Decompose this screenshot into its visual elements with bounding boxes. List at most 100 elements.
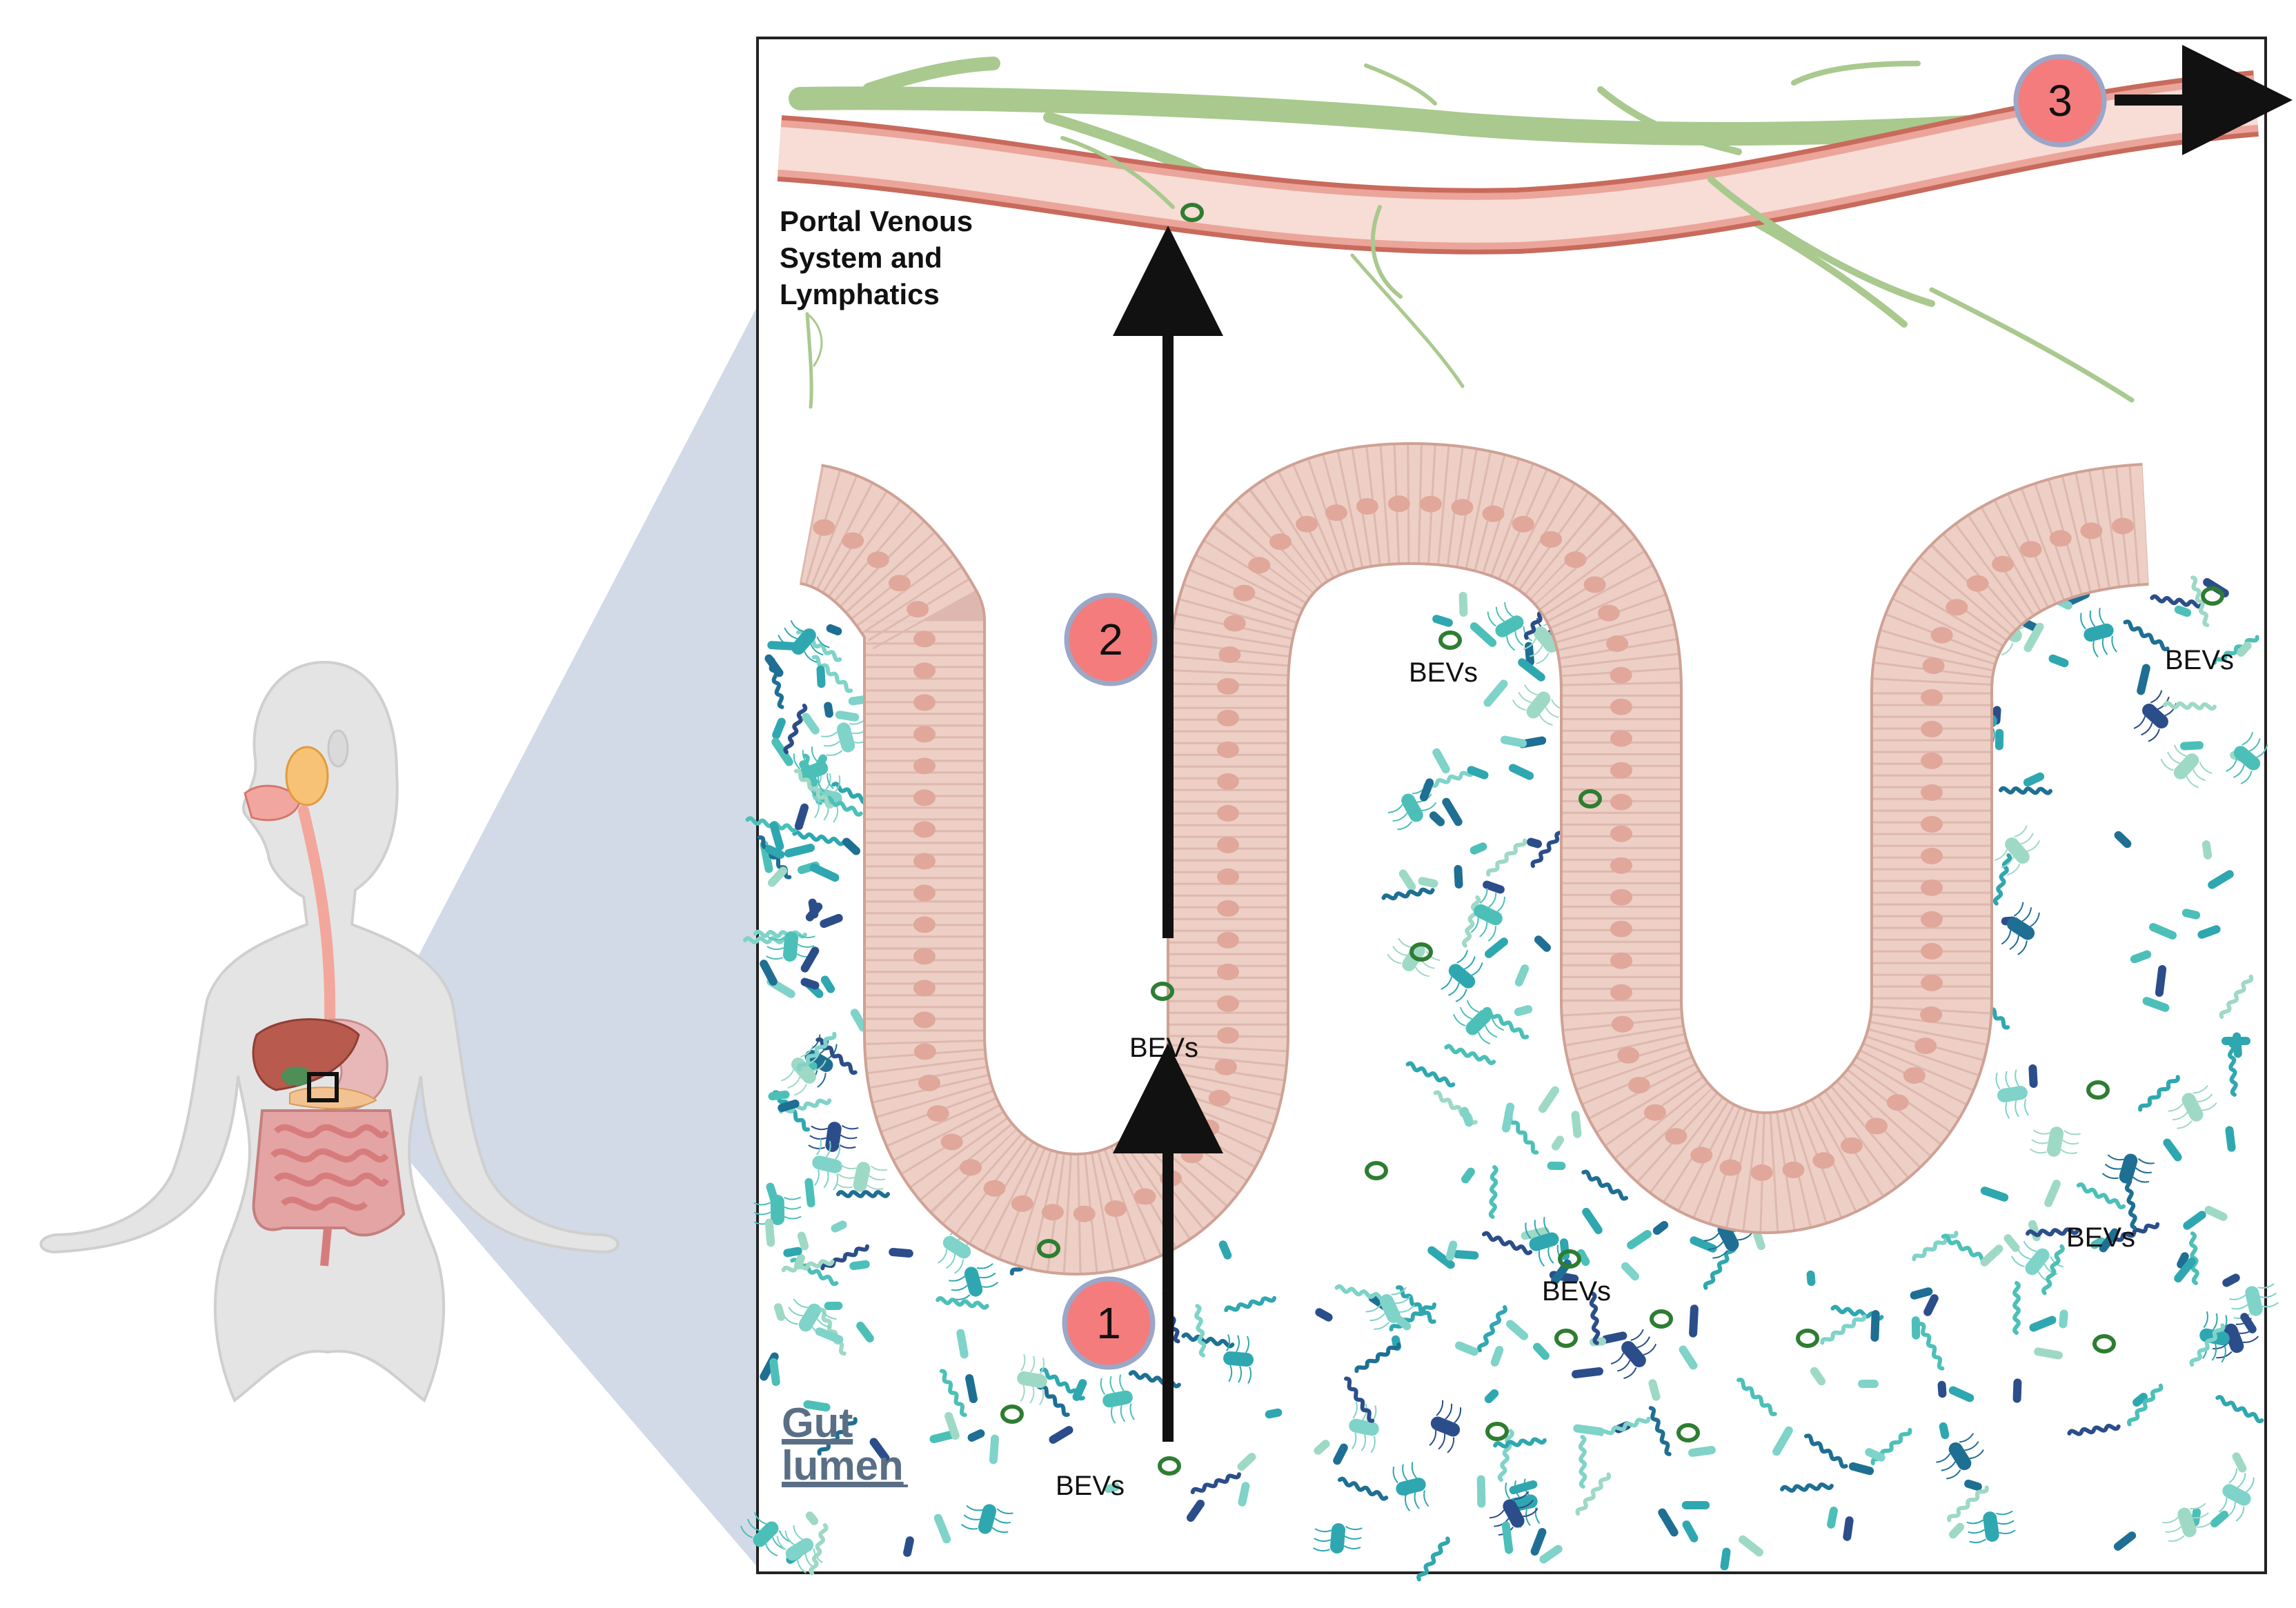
bacterium-spiral [1578,1435,1587,1489]
bacterium-rod [1467,766,1489,780]
cell-nucleus [1217,868,1239,885]
bacterium-rod [1104,1482,1120,1493]
bacterium-rod [965,1373,978,1404]
bacterium-rod [1690,1236,1717,1253]
bacterium-spiral [2041,1244,2065,1296]
bacterium-rod [1395,1316,1412,1331]
bacterium-rod [1827,1507,1838,1529]
bacterium-spiral [1389,1302,1436,1331]
bacterium-flagellated [1387,785,1437,831]
cell-nucleus [1451,499,1474,516]
bacterium-rod [1865,1448,1886,1462]
step-badge-3: 3 [2013,54,2107,148]
bacterium-flagellated [776,1525,823,1574]
bacterium-rod [1689,1304,1699,1338]
bacterium-spiral [1780,1482,1834,1493]
cell-nucleus [1296,515,1318,533]
bacterium-spiral [936,1296,989,1310]
bacterium-rod [1509,1480,1538,1495]
bacterium-rod [1573,1424,1605,1436]
cell-nucleus [842,532,864,549]
cell-nucleus [1583,576,1606,593]
bacterium-spiral [1589,1291,1601,1345]
bacterium-rod [1995,728,2004,751]
bacterium-spiral [2212,635,2259,665]
bev-vesicle [1578,789,1602,808]
bacterium-rod [1772,1426,1793,1456]
bacterium-spiral [817,1417,858,1456]
cell-nucleus [1610,984,1632,1001]
cell-nucleus [913,726,936,743]
bacterium-rod [783,1247,802,1258]
bacterium-rod [2090,1237,2106,1249]
cell-nucleus [2111,517,2134,535]
bacterium-rod [1911,1316,1921,1340]
cell-nucleus [913,694,936,711]
bacterium-spiral [1804,1433,1848,1469]
bacterium-rod [1682,1520,1699,1542]
bacterium-rod [1485,937,1508,958]
ear [327,729,349,768]
bacterium-rod [831,1220,847,1233]
bacterium-flagellated [812,1138,842,1191]
bacterium-spiral [1444,1044,1496,1065]
bacterium-rod [1948,1386,1975,1402]
cell-nucleus [927,1105,949,1122]
bacterium-spiral [1493,1437,1547,1449]
bacterium-flagellated [835,1162,888,1192]
cell-nucleus [1606,635,1629,653]
step-number: 3 [2048,76,2072,126]
bacterium-spiral [1334,1284,1388,1302]
cell-nucleus [1217,900,1239,917]
portal-label-line1: Portal Venous [780,205,973,237]
bacterium-rod [824,1301,843,1311]
gut-microbiota [740,559,2279,1582]
cell-nucleus [1921,720,1943,737]
cell-nucleus [1134,1188,1156,1205]
cell-nucleus [1921,879,1943,896]
bev-vesicle [1151,982,1174,1001]
bacterium-spiral [797,1031,837,1071]
bacterium-rod [2163,1138,2182,1162]
cell-nucleus [1217,709,1239,726]
step-badge-1: 1 [1062,1276,1156,1370]
zoom-locator-box [307,1072,339,1102]
cell-nucleus [1217,963,1239,980]
bacterium-spiral [2127,1383,2164,1427]
bevs-label: BEVs [1409,657,1478,688]
bacterium-rod [2137,664,2150,695]
cell-nucleus [1419,495,1442,513]
cell-nucleus [913,662,936,679]
bacterium-flagellated [1100,1374,1135,1424]
bacterium-spiral [2108,1222,2160,1244]
cell-nucleus [1610,920,1632,937]
cell-nucleus [1922,657,1945,675]
bacterium-rod [815,1327,844,1344]
bacterium-rod [769,821,784,851]
bacterium-spiral [1497,1429,1514,1482]
bacterium-flagellated [2133,690,2177,742]
bacterium-rod [835,711,860,722]
cell-nucleus [1073,1205,1096,1222]
gallbladder [281,1066,312,1086]
cell-nucleus [1597,604,1620,622]
cell-nucleus [913,757,936,775]
cell-nucleus [907,601,929,618]
bacterium-flagellated [1994,825,2041,876]
bacterium-flagellated [2001,902,2040,955]
bacterium-spiral [2189,1231,2199,1285]
bacterium-spiral [1224,1296,1277,1313]
bacterium-flagellated [2229,1283,2279,1320]
bacterium-flagellated [781,1045,827,1096]
bacterium-rod [2208,870,2234,889]
cell-nucleus [1617,1046,1640,1064]
bacterium-rod [760,960,778,986]
cell-nucleus [1610,857,1632,874]
bev-vesicles [1000,586,2224,1476]
bacterium-rod [769,1358,780,1387]
bacterium-spiral [1423,770,1475,789]
cell-nucleus [1197,1119,1220,1136]
bacterium-spiral [1396,1285,1436,1324]
bacterium-spiral [2163,701,2217,711]
